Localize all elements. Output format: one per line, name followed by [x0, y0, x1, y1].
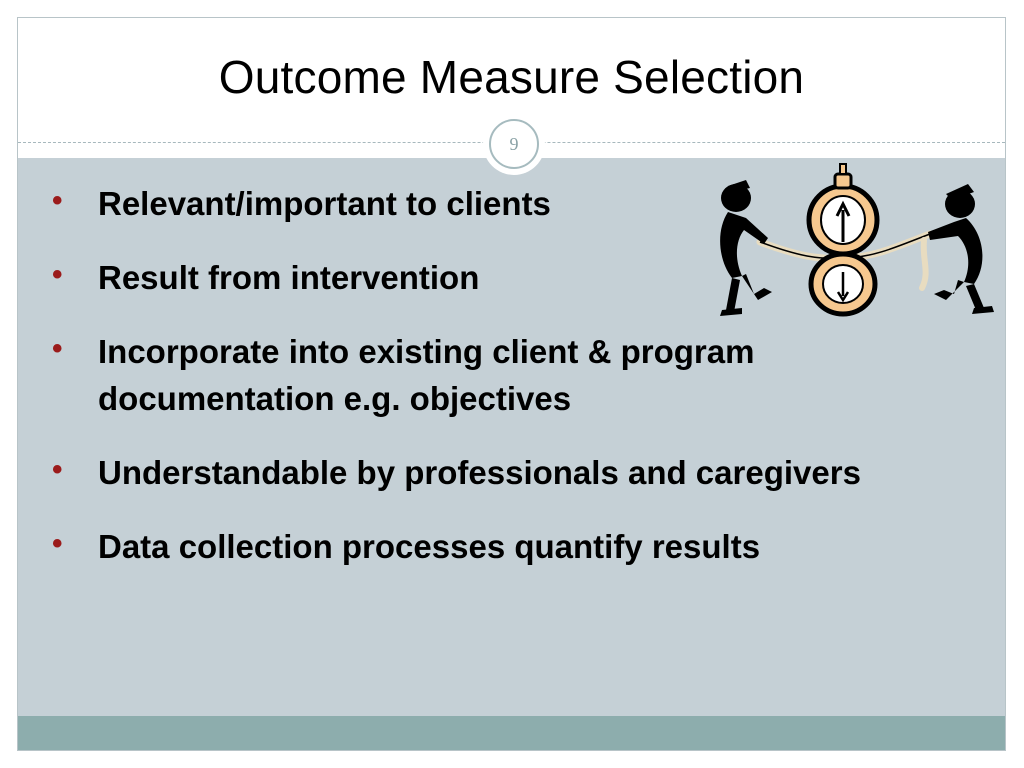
bullet-item: • Data collection processes quantify res… [48, 523, 948, 570]
bullet-text: Incorporate into existing client & progr… [98, 333, 755, 417]
bullet-item: • Result from intervention [48, 254, 948, 301]
bullet-item: • Relevant/important to clients [48, 180, 948, 227]
page-number-ring: 9 [489, 119, 539, 169]
slide-title: Outcome Measure Selection [218, 51, 805, 103]
bullet-icon: • [52, 453, 63, 486]
bullet-icon: • [52, 258, 63, 291]
bullet-item: • Understandable by professionals and ca… [48, 449, 948, 496]
bullet-text: Understandable by professionals and care… [98, 454, 861, 491]
bullet-icon: • [52, 527, 63, 560]
footer-bar [18, 716, 1005, 750]
page-number: 9 [509, 133, 519, 154]
bullet-list: • Relevant/important to clients • Result… [48, 180, 948, 597]
bullet-icon: • [52, 184, 63, 217]
bullet-text: Result from intervention [98, 259, 480, 296]
tug-of-war-clock-icon [720, 163, 994, 317]
bullet-text: Relevant/important to clients [98, 185, 551, 222]
slide: Outcome Measure Selection 9 • Relevant/i… [17, 17, 1006, 751]
bullet-item: • Incorporate into existing client & pro… [48, 328, 948, 422]
bullet-text: Data collection processes quantify resul… [98, 528, 761, 565]
bullet-icon: • [52, 332, 63, 365]
page-number-badge: 9 [483, 113, 545, 175]
